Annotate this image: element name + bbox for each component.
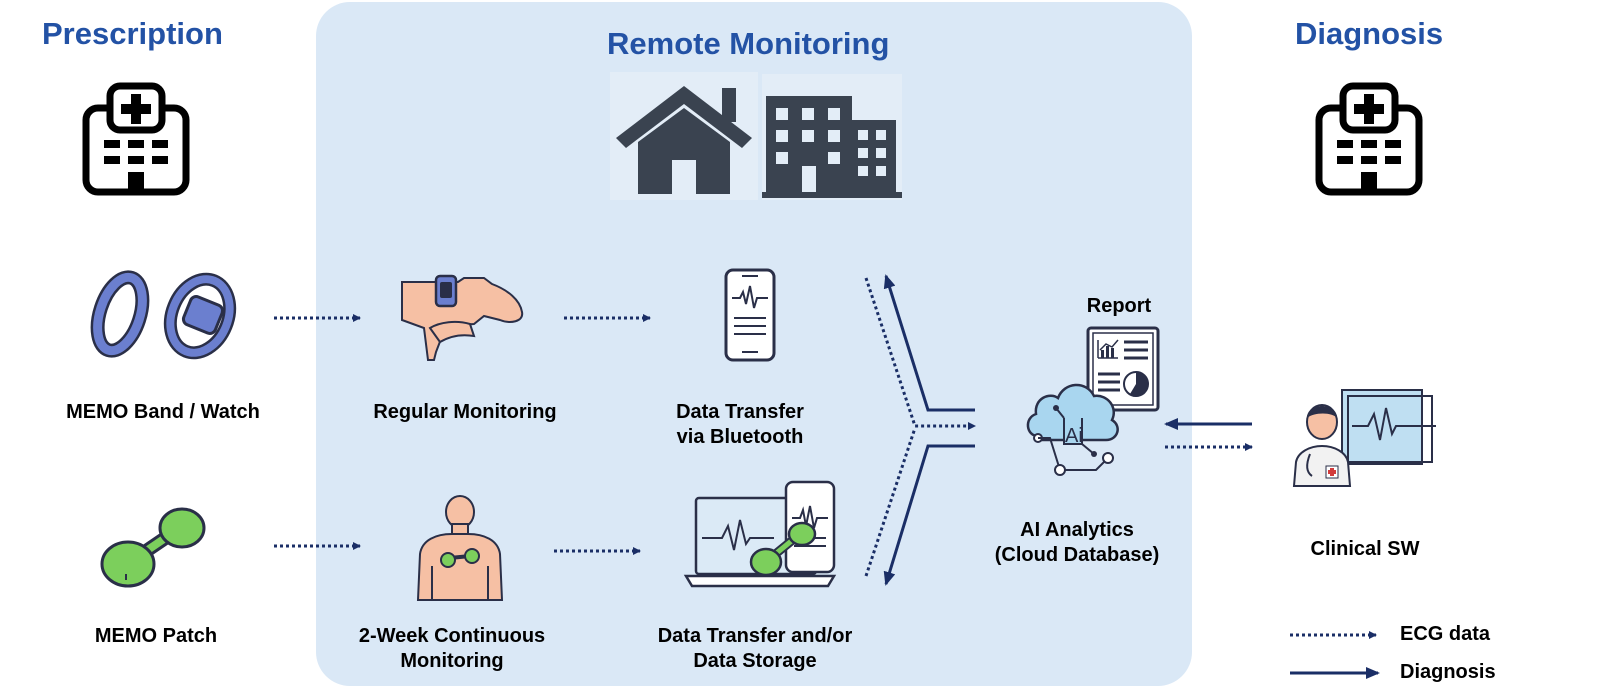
ai-analytics-label: AI Analytics (Cloud Database) [982,518,1172,568]
ai-badge-label: Ai [1065,425,1083,447]
band-icon [90,270,150,358]
continuous-monitoring-line2: Monitoring [400,650,504,672]
continuous-monitoring-line1: 2-Week Continuous [358,625,546,647]
wrist-watch-icon [401,274,524,361]
clinical-sw-label: Clinical SW [1310,538,1420,560]
report-label: Report [1086,295,1152,317]
data-transfer-storage-line2: Data Storage [693,650,817,672]
diagnosis-arrow-upper [883,274,975,412]
data-transfer-bt-line1: Data Transfer [676,401,804,423]
phone-ecg-icon [724,268,776,362]
prescription-heading: Prescription [42,16,223,51]
doctor-monitor-icon [1292,389,1436,487]
torso-patch-icon [416,495,504,601]
band-watch-label: MEMO Band / Watch [66,401,260,423]
ai-cloud-icon: Ai [1026,383,1119,476]
diagnosis-arrow-lower [883,444,975,586]
house-icon [610,72,758,200]
ecg-merge-lower [864,427,917,577]
ai-analytics-line2: (Cloud Database) [994,544,1160,566]
ai-analytics-line1: AI Analytics [1020,519,1134,541]
legend-ecg-label: ECG data [1400,623,1491,645]
data-transfer-bt-line2: via Bluetooth [676,426,804,448]
hospital-icon [1315,82,1423,196]
regular-monitoring-label: Regular Monitoring [373,401,557,423]
ecg-merge-arrow [864,277,976,430]
hospital-icon [82,82,190,196]
continuous-monitoring-label: 2-Week Continuous Monitoring [342,624,562,674]
data-transfer-storage-line1: Data Transfer and/or [657,625,853,647]
data-transfer-storage-label: Data Transfer and/or Data Storage [640,624,870,674]
data-transfer-bt-label: Data Transfer via Bluetooth [650,400,830,450]
remote-monitoring-heading: Remote Monitoring [607,26,890,61]
report-icon [1086,326,1160,412]
patch-icon [100,507,206,588]
patch-label: MEMO Patch [94,625,218,647]
diagnosis-heading: Diagnosis [1295,16,1444,51]
legend-diagnosis-label: Diagnosis [1400,661,1496,683]
office-building-icon [762,74,902,200]
watch-icon [163,272,237,360]
laptop-ecg-icon [683,480,837,588]
